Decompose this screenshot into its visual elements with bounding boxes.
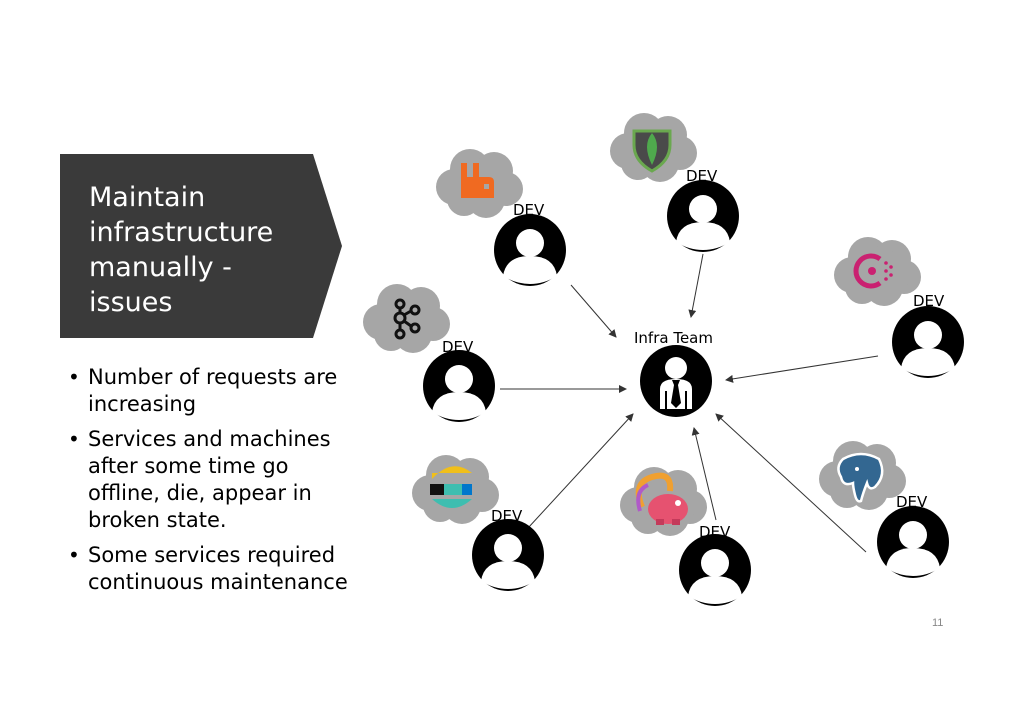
bullet-item: Services and machines after some time go… bbox=[66, 426, 356, 534]
developer-avatar-icon bbox=[472, 519, 544, 591]
flink-cloud bbox=[620, 467, 707, 536]
infra-team-label: Infra Team bbox=[634, 329, 713, 347]
postgresql-icon bbox=[837, 452, 884, 503]
mongodb-cloud bbox=[610, 113, 697, 182]
developer-avatar-icon bbox=[679, 534, 751, 606]
page-number: 11 bbox=[932, 617, 944, 629]
consul-icon bbox=[853, 253, 893, 289]
flink-icon bbox=[635, 472, 688, 525]
bullet-list: Number of requests are increasing Servic… bbox=[66, 364, 356, 604]
dev-node-3 bbox=[892, 306, 964, 378]
elasticsearch-cloud bbox=[412, 455, 499, 524]
infra-team-node bbox=[640, 345, 712, 417]
arrow-dev1-to-infra bbox=[570, 284, 617, 338]
consul-cloud bbox=[834, 237, 921, 306]
developer-avatar-icon bbox=[877, 506, 949, 578]
arrow-dev6-to-infra bbox=[691, 427, 717, 521]
arrow-dev7-to-infra bbox=[715, 413, 867, 553]
kafka-cloud bbox=[363, 284, 450, 353]
mongodb-icon bbox=[632, 129, 672, 173]
rabbitmq-icon bbox=[461, 163, 494, 198]
arrow-dev2-to-infra bbox=[688, 253, 704, 318]
dev-label: DEV bbox=[491, 507, 523, 525]
dev-node-6 bbox=[679, 534, 751, 606]
elasticsearch-icon bbox=[430, 466, 472, 508]
bullet-item: Some services required continuous mainte… bbox=[66, 542, 356, 596]
dev-label: DEV bbox=[913, 292, 945, 310]
dev-node-1 bbox=[494, 214, 566, 286]
dev-label: DEV bbox=[686, 167, 718, 185]
dev-label: DEV bbox=[699, 523, 731, 541]
dev-node-2 bbox=[667, 180, 739, 252]
developer-avatar-icon bbox=[494, 214, 566, 286]
dev-label: DEV bbox=[513, 201, 545, 219]
developer-avatar-icon bbox=[423, 350, 495, 422]
dev-node-7 bbox=[877, 506, 949, 578]
slide-title: Maintain infrastructure manually - issue… bbox=[89, 182, 274, 318]
arrows bbox=[500, 253, 879, 553]
dev-node-5 bbox=[472, 519, 544, 591]
arrow-dev3-to-infra bbox=[725, 355, 879, 383]
infra-team-icon bbox=[660, 357, 692, 409]
kafka-icon bbox=[393, 298, 421, 340]
dev-label: DEV bbox=[442, 338, 474, 356]
postgresql-cloud bbox=[819, 441, 906, 510]
arrow-dev5-to-infra bbox=[527, 413, 634, 529]
developer-avatar-icon bbox=[667, 180, 739, 252]
dev-label: DEV bbox=[896, 493, 928, 511]
developer-avatar-icon bbox=[892, 306, 964, 378]
title-chevron-shape bbox=[60, 154, 342, 338]
rabbitmq-cloud bbox=[436, 149, 523, 218]
dev-node-4 bbox=[423, 350, 495, 422]
slide-title-box: Maintain infrastructure manually - issue… bbox=[60, 154, 342, 338]
bullet-item: Number of requests are increasing bbox=[66, 364, 356, 418]
